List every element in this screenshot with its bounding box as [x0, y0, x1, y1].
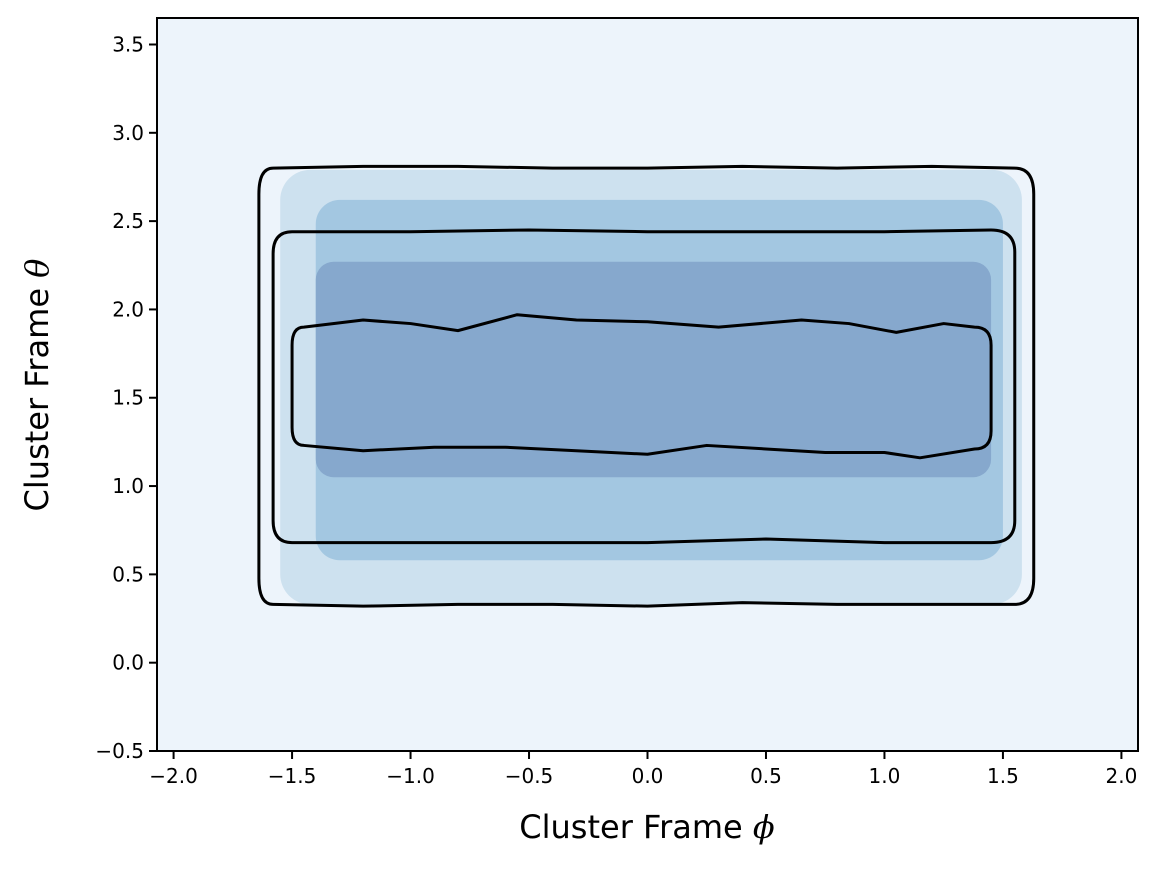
contour-line-middle [271, 228, 1017, 545]
x-tick-label: −0.5 [505, 764, 554, 788]
y-tick-label: 0.0 [112, 651, 144, 675]
y-tick-label: 1.0 [112, 474, 144, 498]
y-tick-label: 3.5 [112, 32, 144, 56]
y-tick-label: 0.5 [112, 562, 144, 586]
contour-line-inner [290, 313, 993, 460]
x-tick-label: 1.0 [869, 764, 901, 788]
x-axis-ticks: −2.0 −1.5 −1.0 −0.5 0.0 0.5 1.0 1.5 2.0 [149, 751, 1137, 788]
x-tick-label: 1.5 [987, 764, 1019, 788]
contour-line-outer [257, 164, 1036, 608]
filled-contour-level-3 [315, 261, 992, 478]
filled-contours [280, 169, 1022, 605]
y-tick-label: 1.5 [112, 386, 144, 410]
x-tick-label: −1.5 [268, 764, 317, 788]
x-tick-label: 0.0 [632, 764, 664, 788]
y-tick-label: 2.0 [112, 297, 144, 321]
x-tick-label: −1.0 [386, 764, 435, 788]
x-tick-label: 2.0 [1106, 764, 1138, 788]
x-tick-label: −2.0 [149, 764, 198, 788]
contour-lines [257, 164, 1036, 608]
y-axis-label: Cluster Frame θ [18, 259, 56, 512]
y-tick-label: 3.0 [112, 121, 144, 145]
x-tick-label: 0.5 [750, 764, 782, 788]
y-tick-label: −0.5 [95, 739, 144, 763]
y-tick-label: 2.5 [112, 209, 144, 233]
y-axis-ticks: −0.5 0.0 0.5 1.0 1.5 2.0 2.5 3.0 3.5 [95, 32, 157, 763]
x-axis-label: Cluster Frame ϕ [519, 808, 775, 846]
